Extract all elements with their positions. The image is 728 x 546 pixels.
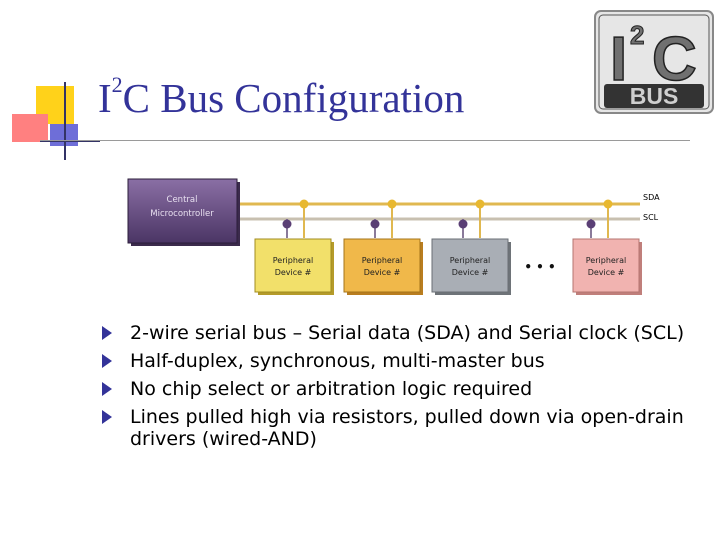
peripheral-device-3: Peripheral Device # (431, 199, 511, 295)
device-2-line2: Device # (364, 268, 401, 277)
deco-horizontal-line (40, 140, 100, 142)
logo-i: I (610, 25, 627, 94)
bullet-arrow-icon (102, 354, 112, 368)
bullet-item: Lines pulled high via resistors, pulled … (100, 406, 710, 450)
logo-c: C (652, 25, 697, 94)
peripheral-device-4: Peripheral Device # (572, 199, 642, 295)
device-2-line1: Peripheral (362, 256, 402, 265)
bullet-item: Half-duplex, synchronous, multi-master b… (100, 350, 710, 372)
deco-square-red (12, 114, 48, 142)
bullet-text: 2-wire serial bus – Serial data (SDA) an… (130, 322, 685, 344)
logo-sup: 2 (630, 20, 644, 50)
device-1-line2: Device # (275, 268, 312, 277)
device-4-line1: Peripheral (586, 256, 626, 265)
bullet-text: Lines pulled high via resistors, pulled … (130, 406, 684, 450)
i2c-bus-logo: I 2 C BUS (594, 10, 714, 114)
title-underline (40, 140, 690, 141)
bullet-text: No chip select or arbitration logic requ… (130, 378, 533, 400)
i2c-bus-diagram: SDA SCL Central Microcontroller Peripher… (127, 178, 660, 295)
sda-label: SDA (643, 193, 660, 202)
bullet-text: Half-duplex, synchronous, multi-master b… (130, 350, 545, 372)
title-prefix: I (98, 75, 112, 121)
controller-line2: Microcontroller (150, 209, 214, 219)
logo-bus: BUS (630, 83, 679, 109)
bullet-item: No chip select or arbitration logic requ… (100, 378, 710, 400)
bullet-arrow-icon (102, 410, 112, 424)
bullet-arrow-icon (102, 382, 112, 396)
peripheral-device-1: Peripheral Device # (254, 199, 334, 295)
device-ellipsis: • • • (524, 260, 555, 274)
bullet-arrow-icon (102, 326, 112, 340)
device-3-line2: Device # (452, 268, 489, 277)
device-4-line2: Device # (588, 268, 625, 277)
title-rest: C Bus Configuration (122, 75, 465, 121)
scl-label: SCL (643, 213, 659, 222)
slide-title: I2C Bus Configuration (98, 74, 465, 121)
device-3-line1: Peripheral (450, 256, 490, 265)
central-microcontroller: Central Microcontroller (127, 178, 240, 246)
title-superscript: 2 (111, 72, 123, 97)
deco-vertical-line (64, 82, 66, 160)
bullet-list: 2-wire serial bus – Serial data (SDA) an… (100, 322, 710, 456)
bullet-item: 2-wire serial bus – Serial data (SDA) an… (100, 322, 710, 344)
controller-line1: Central (167, 195, 198, 205)
device-1-line1: Peripheral (273, 256, 313, 265)
peripheral-device-2: Peripheral Device # (343, 199, 423, 295)
